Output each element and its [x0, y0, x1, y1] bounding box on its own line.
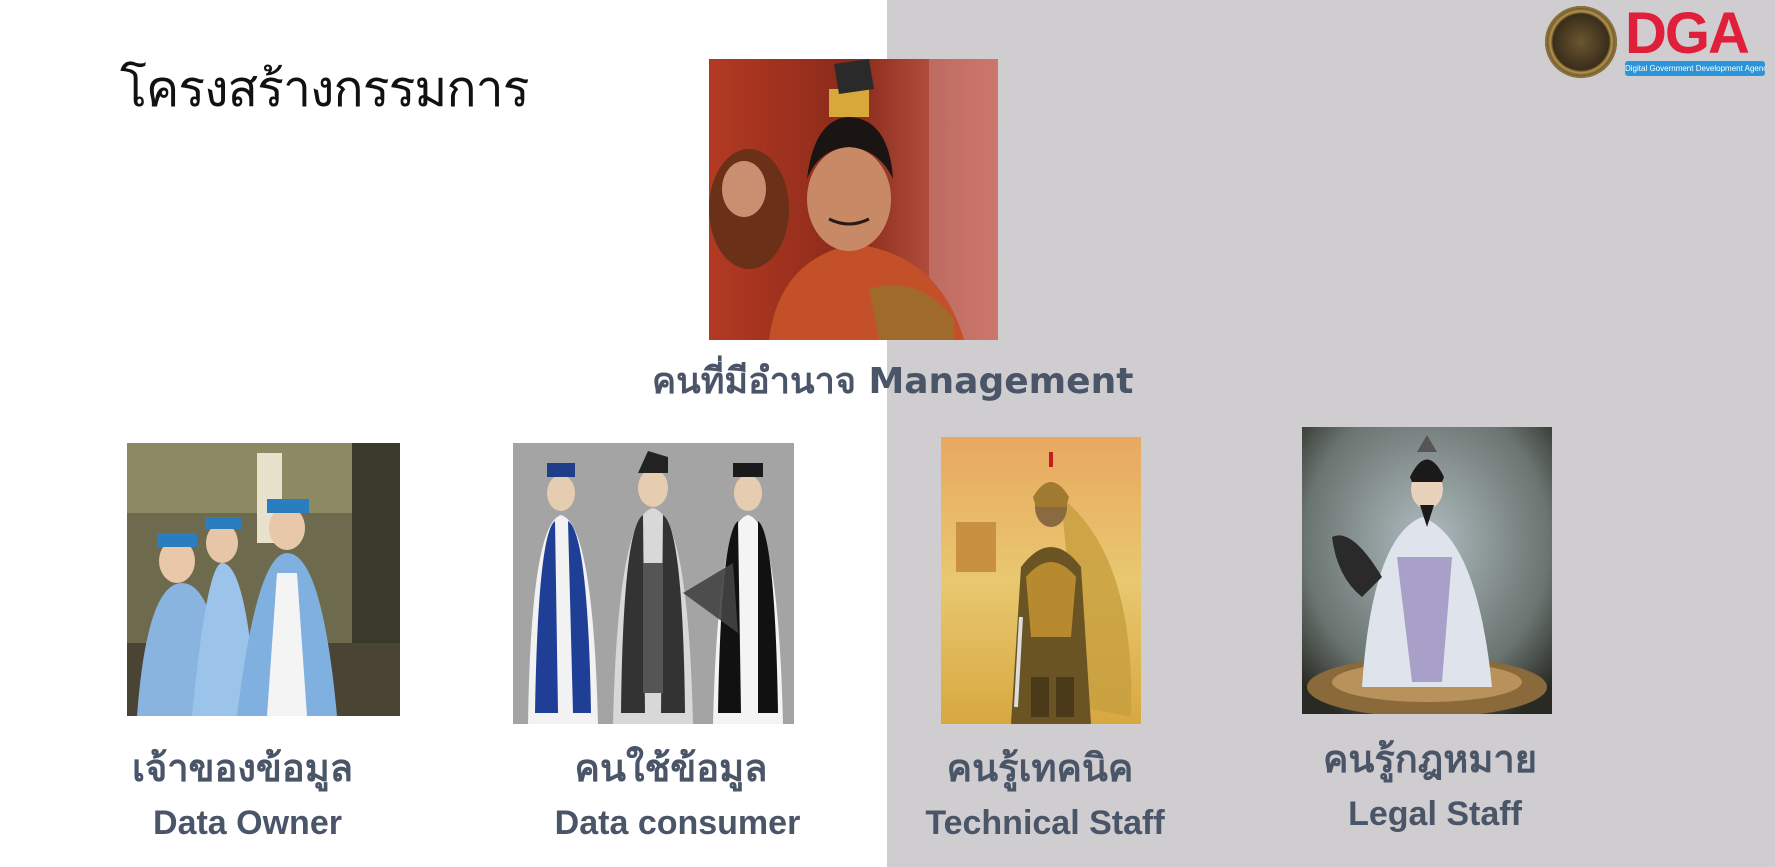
- management-photo: [709, 59, 998, 340]
- logo-wordmark: DGA: [1625, 1, 1750, 66]
- data-owner-english-label: Data Owner: [153, 804, 342, 842]
- data-consumer-english-label: Data consumer: [554, 804, 801, 842]
- technical-staff-english-label: Technical Staff: [925, 804, 1165, 842]
- management-label: คนที่มีอำนาจ Management: [652, 361, 1134, 402]
- data-owner-thai-label: เจ้าของข้อมูล: [131, 746, 354, 790]
- technical-staff-photo: [941, 437, 1141, 724]
- data-consumer-thai-label: คนใช้ข้อมูล: [574, 746, 768, 790]
- government-seal-icon: [1545, 6, 1617, 78]
- data-consumer-photo: [513, 443, 794, 724]
- page-title: โครงสร้างกรรมการ: [120, 60, 530, 118]
- technical-staff-thai-label: คนรู้เทคนิค: [946, 746, 1134, 790]
- legal-staff-english-label: Legal Staff: [1348, 795, 1522, 833]
- logo-subtitle: Digital Government Development Agency: [1625, 61, 1765, 76]
- legal-staff-photo: [1302, 427, 1552, 714]
- data-owner-photo: [127, 443, 400, 716]
- legal-staff-thai-label: คนรู้กฎหมาย: [1322, 737, 1538, 781]
- dga-logo: DGA Digital Government Development Agenc…: [1545, 1, 1770, 80]
